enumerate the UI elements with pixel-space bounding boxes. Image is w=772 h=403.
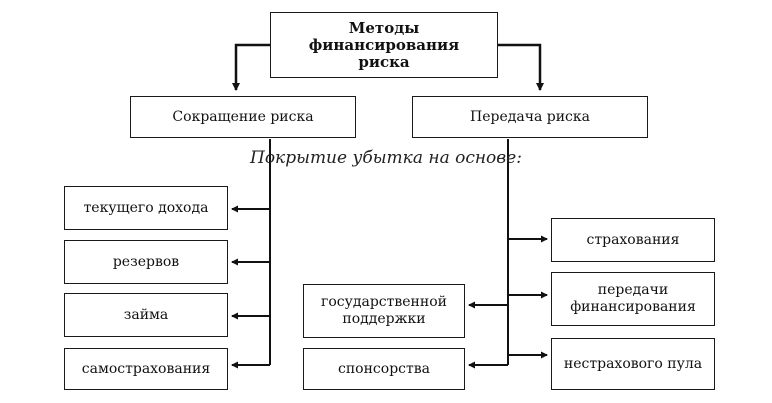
- subheading: Покрытие убытка на основе:: [250, 148, 522, 168]
- right-item-1: страхования: [551, 218, 715, 262]
- right-item-3: нестрахового пула: [551, 338, 715, 390]
- transfer-label: Передача риска: [470, 108, 590, 125]
- left-item-label: текущего дохода: [83, 199, 209, 216]
- middle-item-1: государственной поддержки: [303, 284, 465, 338]
- middle-item-label: государственной поддержки: [321, 294, 447, 327]
- right-item-2: передачи финансирования: [551, 272, 715, 326]
- reduction-node: Сокращение риска: [130, 96, 356, 138]
- root-label: Методы финансирования риска: [308, 18, 460, 71]
- transfer-node: Передача риска: [412, 96, 648, 138]
- arrow-root-to-transfer: [498, 43, 544, 91]
- middle-item-2: спонсорства: [303, 348, 465, 390]
- left-item-label: резервов: [112, 253, 180, 270]
- middle-item-label: спонсорства: [338, 360, 430, 377]
- left-item-3: займа: [64, 293, 228, 337]
- left-item-label: самострахования: [81, 360, 211, 377]
- left-item-4: самострахования: [64, 348, 228, 390]
- arrow-root-to-reduction: [232, 43, 270, 91]
- right-item-label: страхования: [586, 231, 680, 248]
- right-item-label: нестрахового пула: [563, 355, 703, 372]
- left-item-2: резервов: [64, 240, 228, 284]
- left-item-label: займа: [123, 306, 169, 323]
- reduction-label: Сокращение риска: [172, 108, 314, 125]
- right-item-label: передачи финансирования: [570, 282, 696, 315]
- left-item-1: текущего дохода: [64, 186, 228, 230]
- root-node: Методы финансирования риска: [270, 12, 498, 78]
